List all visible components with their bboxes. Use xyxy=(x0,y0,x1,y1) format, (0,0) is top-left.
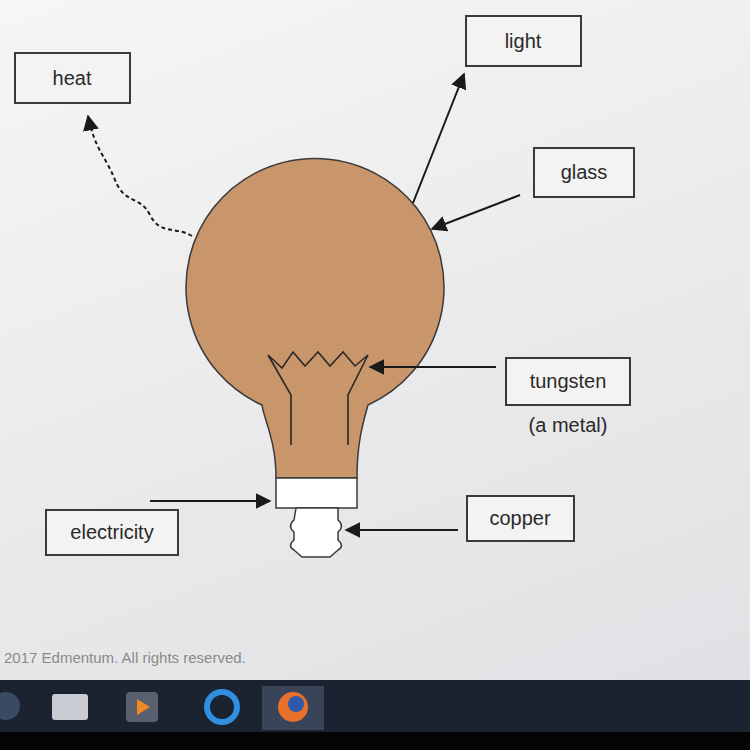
tungsten-arrow xyxy=(370,366,496,368)
firefox-icon xyxy=(278,692,308,722)
start-icon xyxy=(0,692,20,720)
base-collar xyxy=(276,478,357,508)
part-box: glass xyxy=(533,147,635,198)
output-box: heat xyxy=(14,52,131,104)
part-label: light xyxy=(505,30,542,52)
part-label: heat xyxy=(53,67,92,89)
light-arrow xyxy=(413,74,464,203)
glass-globe xyxy=(186,158,444,478)
copper-arrow xyxy=(346,529,458,531)
screw-base xyxy=(291,508,342,557)
active-tab xyxy=(262,686,324,730)
screen-bezel xyxy=(0,732,750,750)
copyright-note: 2017 Edmentum. All rights reserved. xyxy=(4,649,246,666)
taskbar xyxy=(0,680,750,750)
part-label: copper xyxy=(489,507,550,529)
part-label: glass xyxy=(561,161,608,183)
electricity-arrow xyxy=(150,500,270,502)
media-play xyxy=(137,699,150,715)
heat-arrow xyxy=(88,116,192,236)
printer-icon xyxy=(52,694,88,720)
glass-arrow xyxy=(432,195,520,229)
output-box: light xyxy=(465,15,582,67)
firefox-globe xyxy=(288,696,304,712)
part-note: (a metal) xyxy=(529,414,608,436)
part-label: electricity xyxy=(70,521,153,543)
input-box: electricity xyxy=(45,509,179,556)
part-box: tungsten(a metal) xyxy=(505,357,631,406)
part-label: tungsten xyxy=(530,370,607,392)
filament xyxy=(268,352,368,445)
browser-icon xyxy=(207,692,237,722)
part-box: copper xyxy=(466,495,575,542)
media-icon xyxy=(126,692,158,722)
